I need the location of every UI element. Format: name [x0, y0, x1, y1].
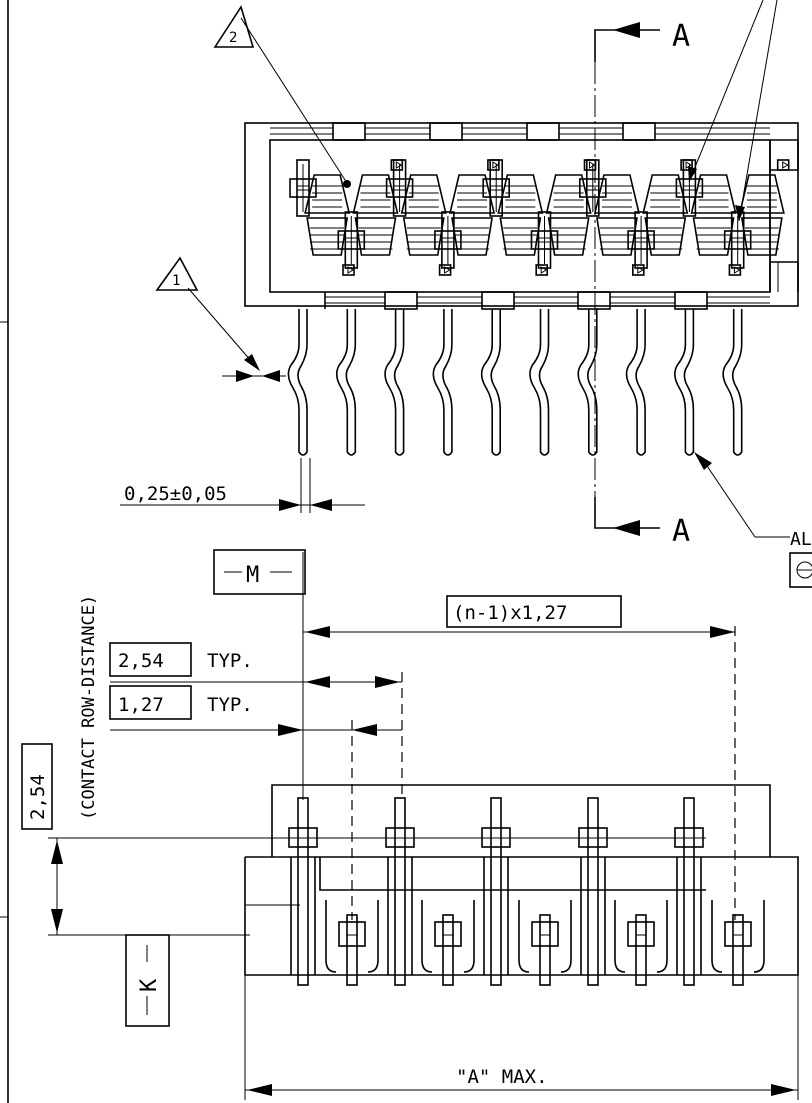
- pitch-total-dimension: (n-1)x1,27: [303, 595, 735, 638]
- note-1-callout: 1: [155, 256, 260, 371]
- pitch-127-value: 1,27: [118, 694, 164, 716]
- bottom-view-contacts: [288, 797, 765, 986]
- row-distance-value: 2,54: [27, 774, 49, 820]
- overall-width-label: "A" MAX.: [456, 1066, 548, 1088]
- alignment-callout-text: AL: [790, 529, 812, 550]
- top-lead-7: [577, 309, 598, 456]
- datum-k: K: [125, 934, 170, 1027]
- top-view-leads: [287, 309, 743, 456]
- overall-width-dimension: "A" MAX.: [244, 975, 799, 1100]
- pitch-127-dimension: 1,27 TYP.: [109, 685, 402, 736]
- top-lead-8: [625, 309, 646, 456]
- row-distance-dimension: 2,54: [21, 743, 706, 936]
- top-view-connector-body: [244, 122, 799, 310]
- top-contact-9: [675, 159, 742, 276]
- bottom-upper-contact-1: [288, 797, 318, 986]
- section-letter-bottom: A: [672, 514, 690, 549]
- pitch-254-dimension: 2,54 TYP.: [109, 642, 402, 688]
- top-contact-2: [337, 159, 404, 269]
- top-lead-6: [529, 309, 550, 456]
- section-mark-bottom: A: [594, 497, 690, 549]
- note-1-label: 1: [172, 273, 180, 289]
- bottom-upper-contact-4: [578, 797, 608, 986]
- bottom-lower-contact-5: [711, 900, 765, 986]
- note-2-dot: [343, 180, 351, 188]
- bottom-lower-contact-3: [518, 900, 572, 986]
- top-lead-9: [674, 309, 695, 456]
- lead-thickness-label: 0,25±0,05: [124, 483, 227, 505]
- leader-lines-top-right: [688, 0, 778, 222]
- bottom-lower-contact-1: [325, 900, 379, 986]
- top-view-contacts: [289, 159, 790, 276]
- top-contact-8: [627, 159, 693, 269]
- top-contact-1: [289, 159, 355, 276]
- pitch-254-suffix: TYP.: [207, 650, 253, 672]
- top-lead-2: [335, 309, 357, 456]
- top-lead-10: [722, 309, 743, 456]
- section-letter-top: A: [672, 19, 690, 54]
- note-2-callout: 2: [213, 5, 351, 188]
- datum-m-label: M: [246, 563, 259, 588]
- section-mark-top: A: [594, 19, 690, 62]
- top-lead-4: [432, 309, 453, 456]
- top-lead-5: [480, 309, 501, 456]
- top-contact-10: [723, 159, 790, 269]
- datum-k-label: K: [137, 978, 162, 992]
- bottom-view-connector-body: [244, 784, 799, 976]
- lead-bend-arrows: [222, 370, 286, 382]
- bottom-upper-contact-2: [385, 797, 415, 986]
- top-lead-1: [287, 309, 308, 456]
- bottom-lower-contact-4: [614, 900, 668, 986]
- note-2-label: 2: [229, 30, 237, 46]
- sheet-border: [0, 0, 9, 1103]
- lead-thickness-dimension: 0,25±0,05: [120, 458, 365, 513]
- alignment-callout: AL: [694, 452, 812, 588]
- pitch-total-label: (n-1)x1,27: [453, 602, 567, 624]
- bottom-lower-contact-2: [421, 900, 475, 986]
- contact-row-distance-label: (CONTACT ROW-DISTANCE): [79, 595, 99, 820]
- bottom-upper-contact-5: [674, 797, 704, 986]
- datum-m: M: [213, 549, 306, 595]
- top-lead-3: [384, 309, 405, 456]
- top-contact-6: [530, 159, 597, 269]
- top-contact-7: [578, 159, 645, 276]
- extension-lines: [302, 552, 736, 920]
- pitch-127-suffix: TYP.: [207, 694, 253, 716]
- pitch-254-value: 2,54: [118, 650, 164, 672]
- top-contact-4: [434, 159, 500, 269]
- bottom-upper-contact-3: [481, 797, 511, 986]
